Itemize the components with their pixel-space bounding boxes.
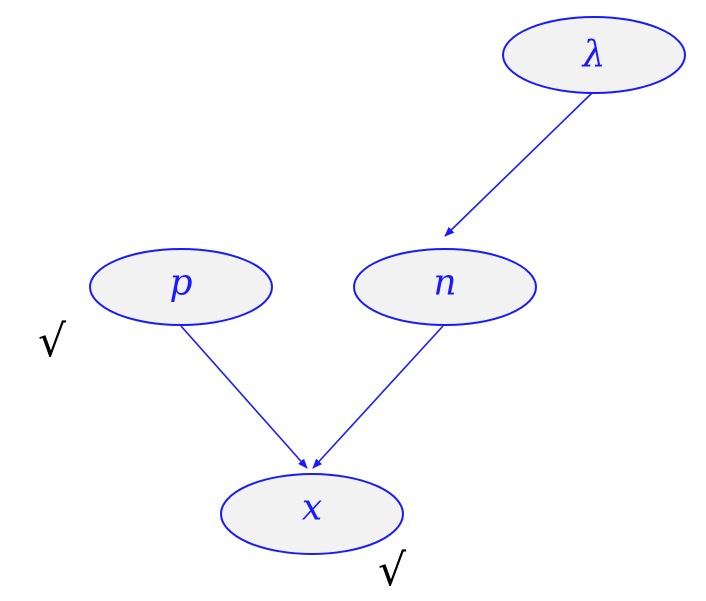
edge-n-to-x [312,325,444,469]
edge-lambda-to-n [444,92,593,237]
node-n-ellipse [353,248,537,326]
node-lambda[interactable]: λ [502,16,686,94]
node-x-ellipse [220,473,404,555]
node-x[interactable]: x [220,473,404,555]
node-lambda-label: λ [581,35,606,76]
node-p[interactable]: p [89,248,273,326]
node-lambda-ellipse [502,16,686,94]
node-p-label: p [169,263,192,304]
node-n-label: n [433,263,456,304]
check-mark-x: √ [378,545,407,596]
edge-p-to-x [180,325,308,469]
edges [180,92,593,469]
node-x-label: x [302,488,322,529]
check-mark-p: √ [38,316,67,367]
node-n[interactable]: n [353,248,537,326]
node-p-ellipse [89,248,273,326]
